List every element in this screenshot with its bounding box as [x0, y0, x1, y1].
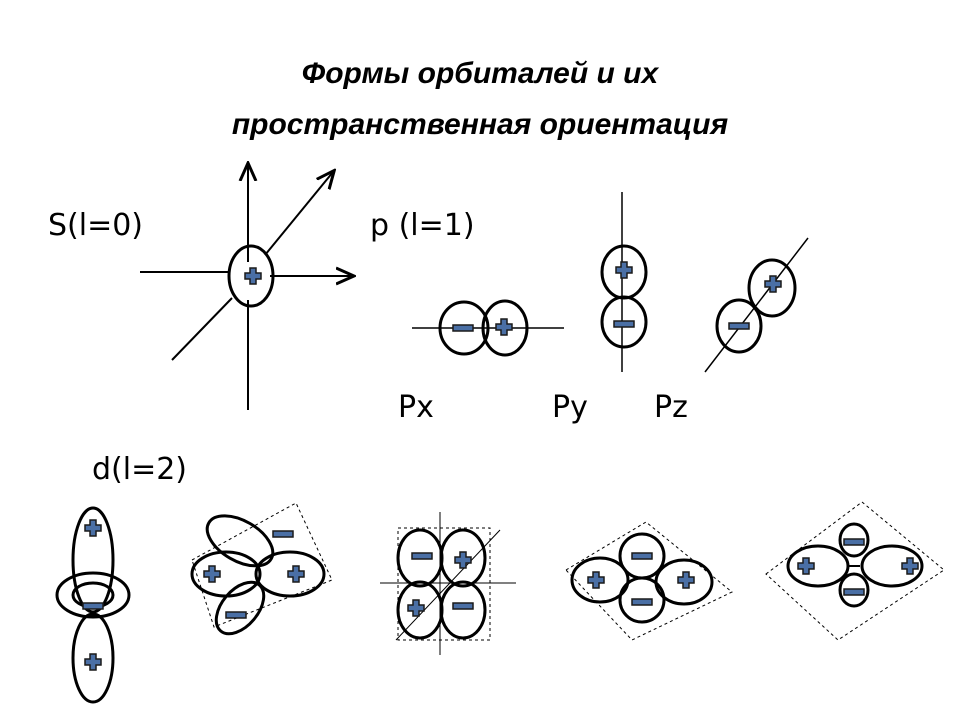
- px-lobe-minus: [438, 300, 490, 356]
- minus-sign: [631, 598, 653, 606]
- plus-sign: [244, 267, 262, 285]
- pz-orbital: [704, 237, 809, 373]
- d2-lobe-top: [205, 514, 275, 568]
- d2-lobe-left: [190, 550, 262, 598]
- d4-lobe-bottom: [618, 576, 666, 624]
- d-orbital-5: [765, 501, 945, 641]
- d4-lobe-left: [570, 556, 630, 604]
- minus-sign: [631, 552, 653, 560]
- d-orbital-2: [190, 502, 333, 636]
- d-orbital-label: d(l=2): [92, 452, 188, 487]
- minus-sign: [613, 320, 635, 328]
- d-orbital-3: [380, 512, 516, 655]
- d4-dashed-box: [565, 521, 733, 641]
- pz-label: Pz: [654, 390, 688, 425]
- d3-lobe-br: [439, 580, 487, 640]
- plus-sign: [84, 519, 102, 537]
- py-label: Py: [552, 390, 588, 425]
- dz2-lobe-bottom: [71, 612, 115, 704]
- plus-sign: [84, 653, 102, 671]
- px-label: Px: [398, 390, 434, 425]
- plus-sign: [203, 565, 221, 583]
- p-orbital-label: p (l=1): [370, 208, 475, 243]
- plus-sign: [677, 571, 695, 589]
- plus-sign: [901, 557, 919, 575]
- plus-sign: [615, 261, 633, 279]
- d5-lobe-bottom: [838, 572, 870, 608]
- dz2-lobe-top: [71, 506, 115, 614]
- minus-sign: [272, 530, 294, 538]
- minus-sign: [411, 552, 433, 560]
- d5-dashed-box: [765, 501, 945, 641]
- pz-axis: [704, 237, 809, 373]
- d2-lobe-right: [254, 550, 326, 598]
- py-orbital: [600, 192, 648, 372]
- minus-sign: [452, 324, 474, 332]
- px-lobe-plus: [481, 299, 529, 357]
- title-line-1: Формы орбиталей и их: [301, 57, 659, 90]
- minus-sign: [843, 588, 865, 596]
- plus-sign: [797, 557, 815, 575]
- minus-sign: [82, 602, 104, 610]
- s-orbital: [140, 165, 352, 410]
- plus-sign: [454, 551, 472, 569]
- title-line-2: пространственная ориентация: [231, 108, 729, 141]
- dz2-ring-outer: [55, 571, 131, 619]
- minus-sign: [843, 538, 865, 546]
- d5-lobe-right: [860, 544, 924, 588]
- d-orbital-4: [565, 521, 733, 641]
- d3-lobe-tr: [439, 528, 487, 588]
- d2-lobe-bottom: [214, 580, 266, 636]
- s-orbital-label: S(l=0): [48, 208, 144, 243]
- d2-dashed-box: [191, 502, 333, 628]
- minus-sign: [452, 602, 474, 610]
- plus-sign: [495, 318, 513, 336]
- pz-lobe-minus: [715, 298, 763, 354]
- plus-sign: [287, 565, 305, 583]
- s-axis-diag-up: [264, 172, 333, 256]
- minus-sign: [728, 322, 750, 330]
- d5-lobe-top: [838, 522, 870, 558]
- plus-sign: [587, 571, 605, 589]
- d5-lobe-left: [786, 544, 850, 588]
- s-orbital-sphere: [227, 244, 275, 308]
- py-lobe-minus: [600, 295, 648, 349]
- minus-sign: [225, 611, 247, 619]
- s-axis-diag-down: [171, 297, 233, 361]
- px-orbital: [412, 299, 564, 357]
- pz-lobe-plus: [747, 258, 797, 318]
